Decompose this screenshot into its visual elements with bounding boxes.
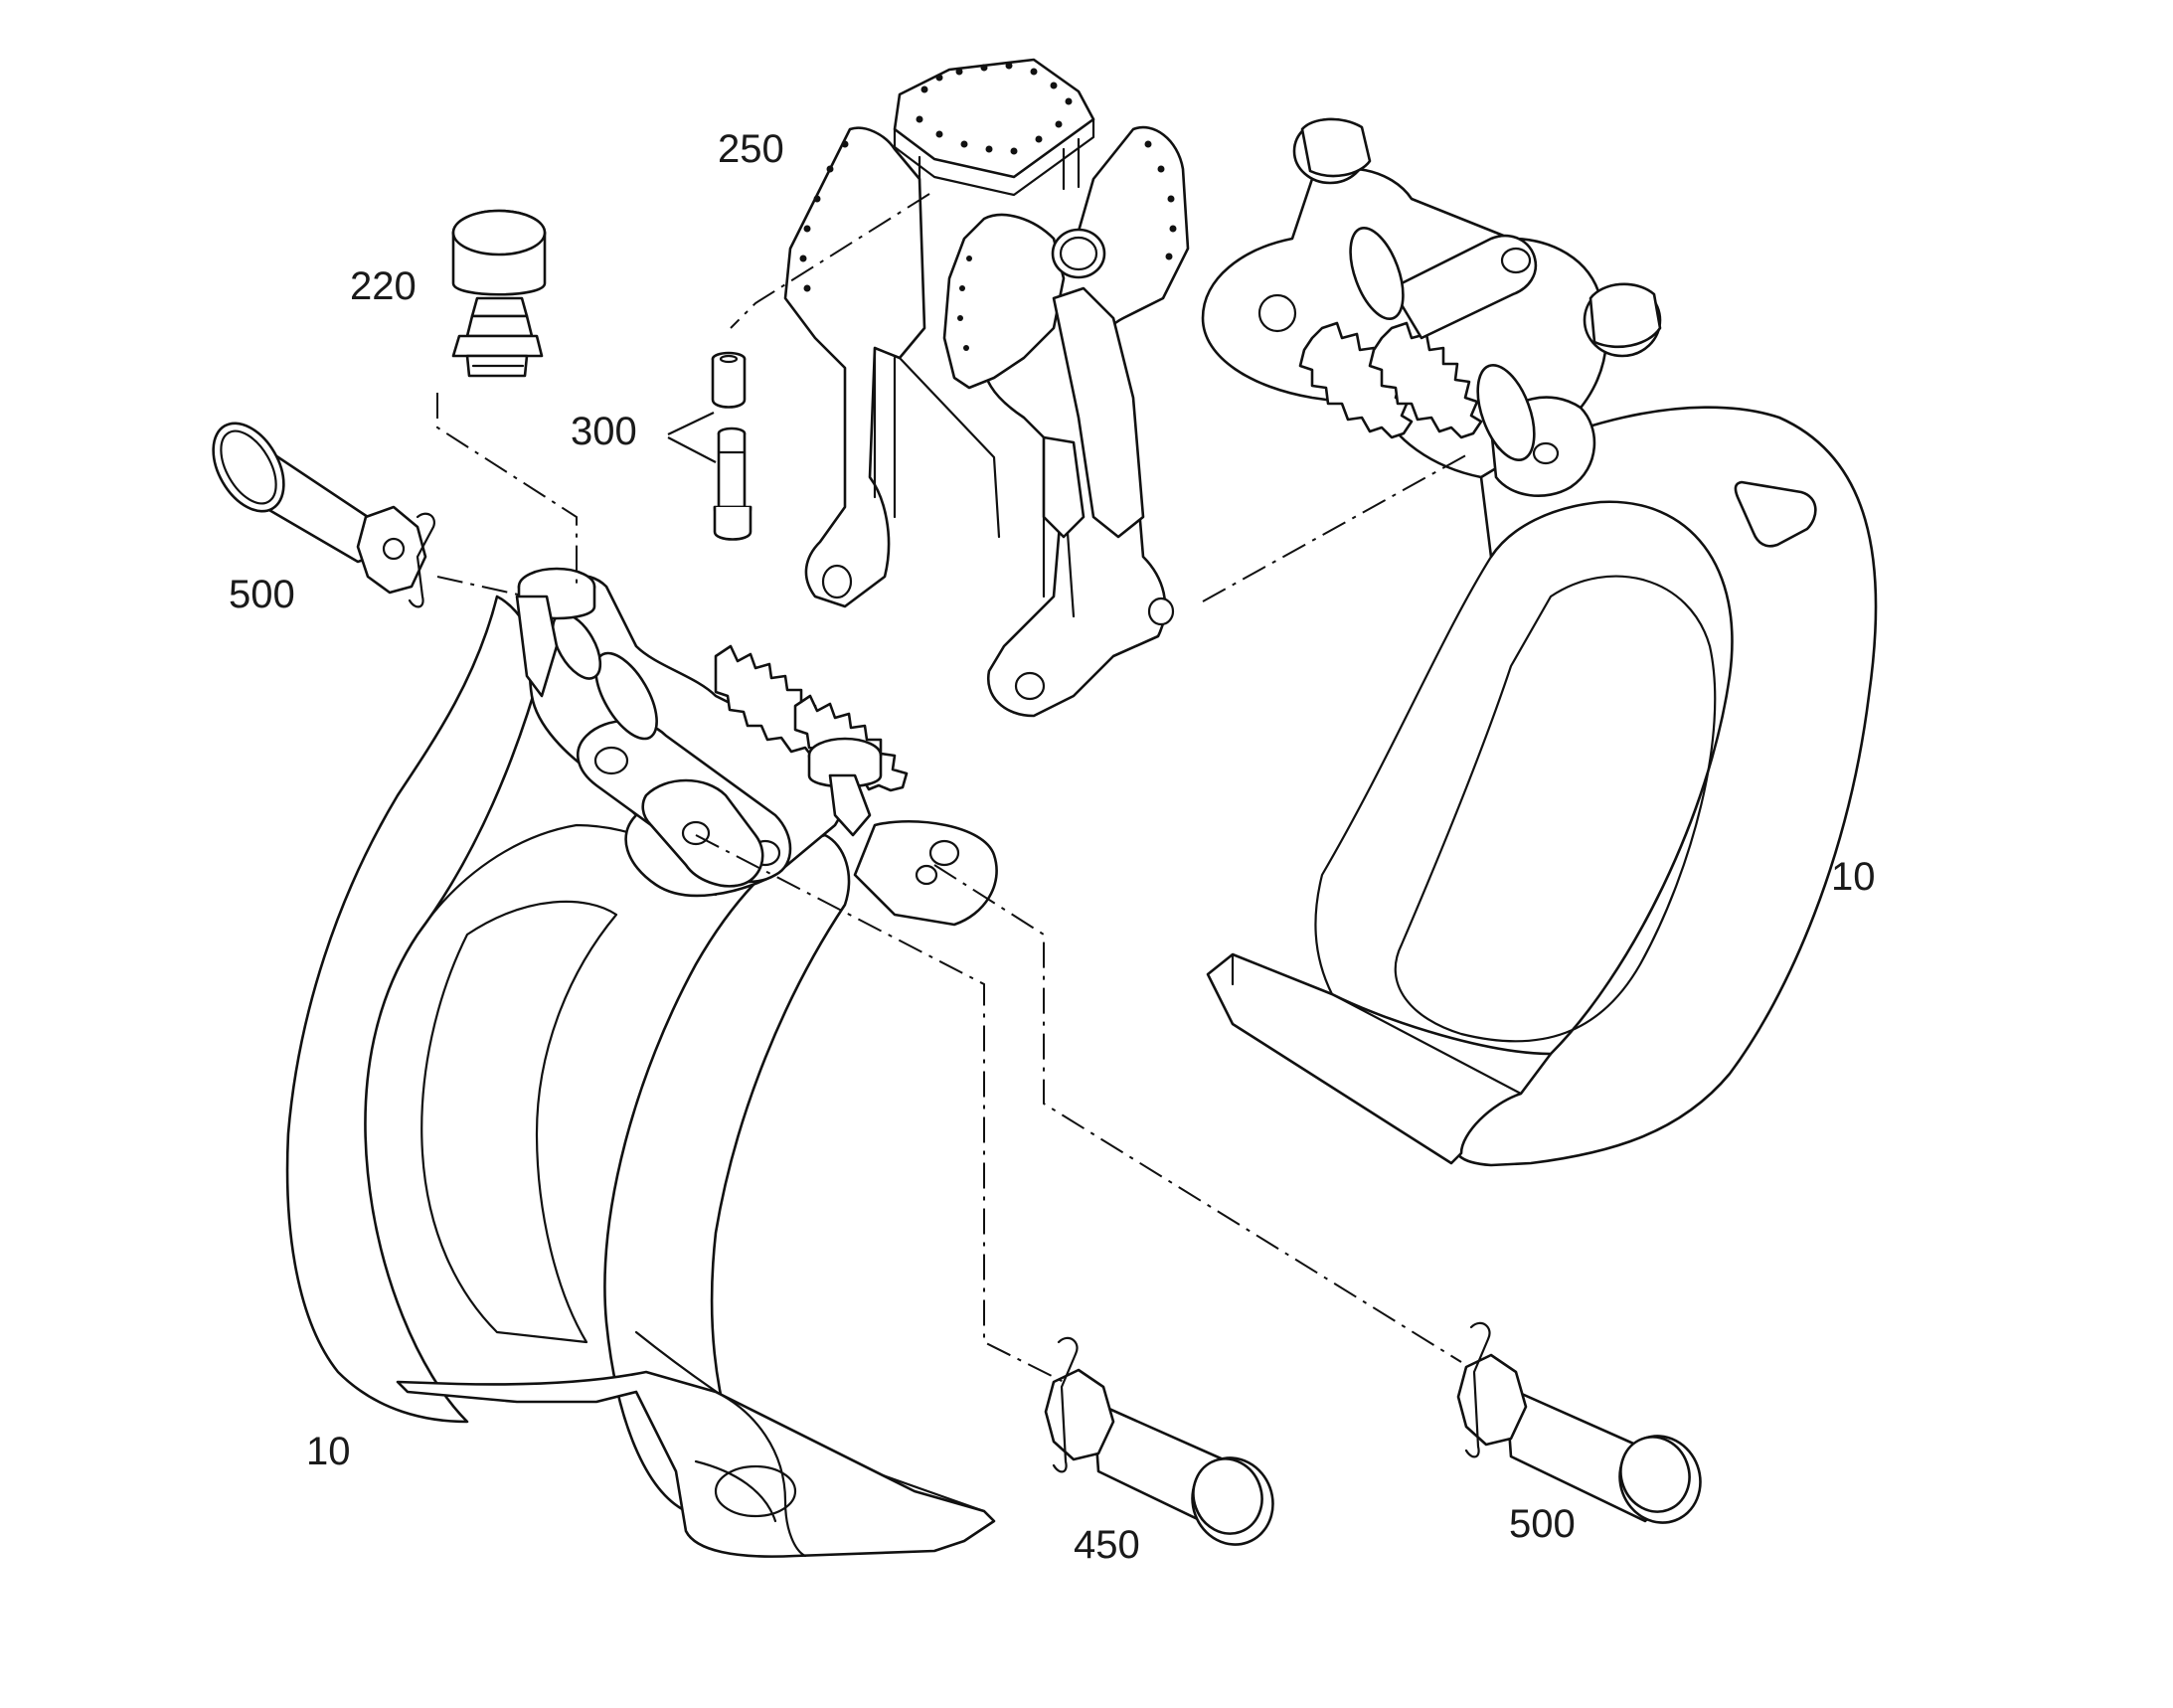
label-500-top: 500	[229, 573, 295, 616]
pin-top-left	[212, 422, 435, 608]
bumper-part	[451, 209, 547, 378]
label-450: 450	[1074, 1523, 1140, 1567]
leader-lines-300	[667, 412, 717, 463]
pin-450	[1044, 1336, 1274, 1546]
left-plate-holes	[799, 140, 849, 292]
label-10-right: 10	[1831, 855, 1876, 899]
inner-plate-holes	[957, 256, 972, 351]
label-500-bottom: 500	[1509, 1502, 1576, 1546]
label-250: 250	[718, 127, 784, 171]
central-frame	[783, 58, 1190, 718]
assembly-lines	[436, 193, 1472, 1383]
plate-bolt-holes	[916, 62, 1073, 155]
right-plate-holes	[1144, 140, 1177, 260]
left-grapple-arm	[285, 567, 998, 1558]
label-10-left: 10	[306, 1430, 351, 1473]
label-220: 220	[350, 264, 417, 308]
pin-bottom-right	[1456, 1321, 1702, 1524]
right-grapple-arm	[1201, 117, 1878, 1167]
bushing-and-bolt	[711, 351, 752, 541]
label-300: 300	[571, 410, 637, 453]
